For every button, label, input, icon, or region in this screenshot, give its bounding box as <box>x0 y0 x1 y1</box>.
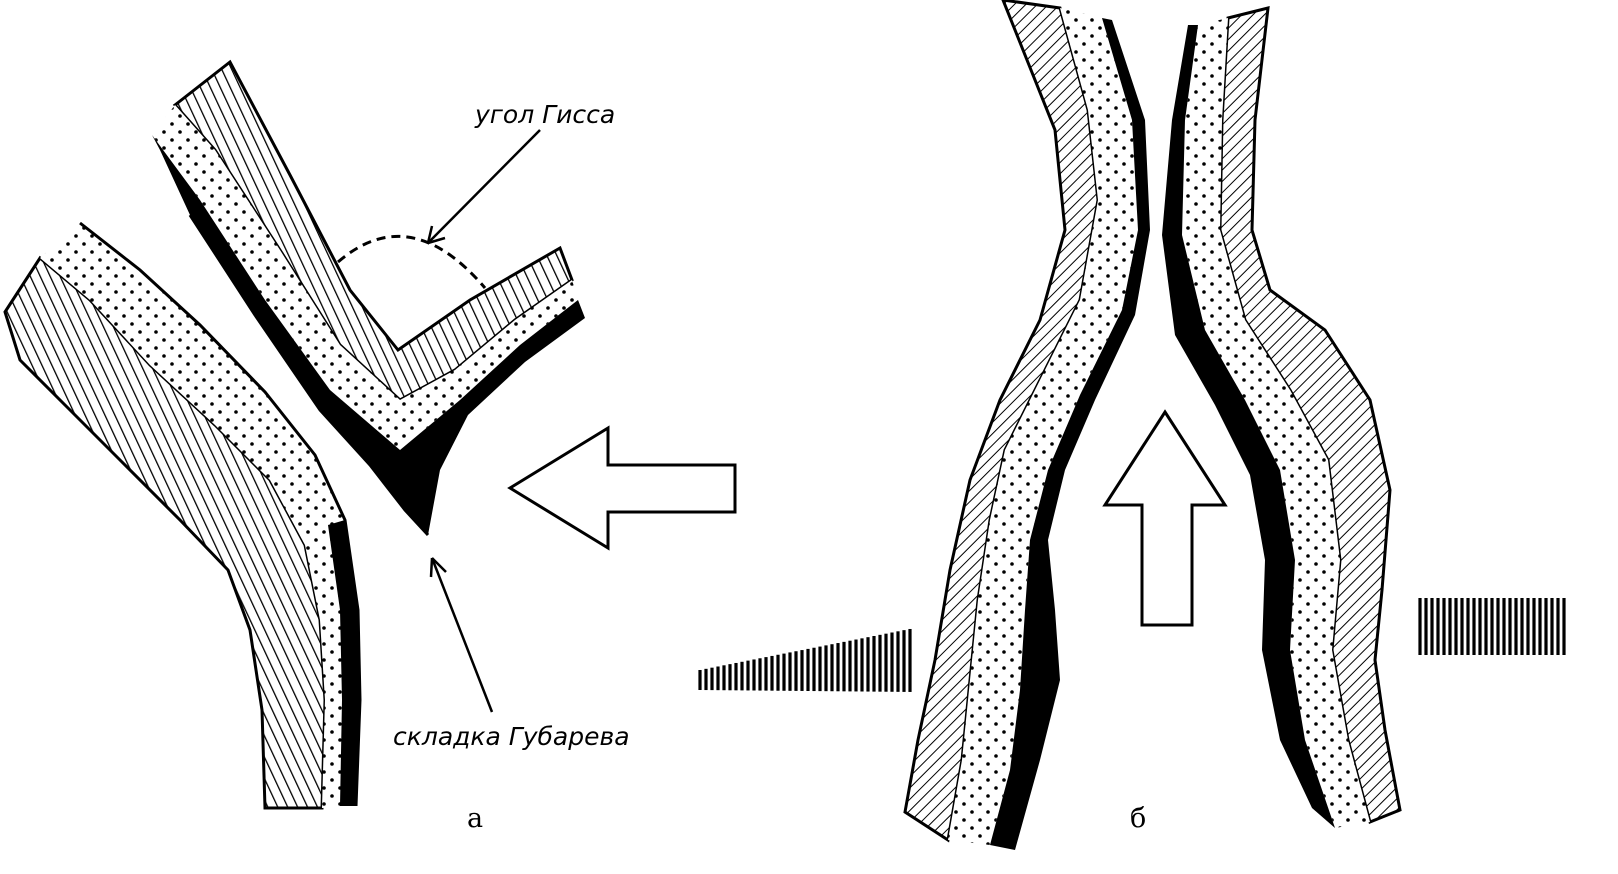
left-wall-mucosa <box>328 520 360 806</box>
his-angle-leader <box>427 129 541 244</box>
his-angle-label: угол Гисса <box>474 100 615 129</box>
panel-b: б <box>698 0 1566 850</box>
left-wall-dotted-layer <box>40 223 360 808</box>
b-left-wall-dotted-layer <box>948 8 1138 845</box>
b-right-wall-mucosa <box>1162 25 1335 828</box>
gubarev-fold-leader-head <box>429 557 447 578</box>
b-diaphragm-left <box>698 628 912 692</box>
his-angle-arc <box>337 234 487 289</box>
upper-wall-inner-outline <box>188 214 430 537</box>
flow-arrow-left <box>507 425 737 551</box>
caption-b: б <box>1130 803 1146 834</box>
b-left-wall-mucosa <box>990 18 1150 850</box>
caption-a: а <box>467 803 483 834</box>
upper-wall-dotted-layer <box>152 105 578 450</box>
flow-arrow-up <box>1102 409 1228 627</box>
his-angle-leader-head <box>426 225 446 245</box>
left-wall-outline <box>79 221 362 807</box>
gubarev-fold-label: складка Губарева <box>393 722 630 751</box>
gubarev-fold-leader <box>430 557 494 713</box>
upper-wall-mucosa <box>152 135 585 535</box>
panel-a: угол Гисса складка Губарева а <box>3 59 737 834</box>
b-diaphragm-right <box>1418 598 1566 655</box>
b-right-wall-dotted-layer <box>1182 18 1370 828</box>
